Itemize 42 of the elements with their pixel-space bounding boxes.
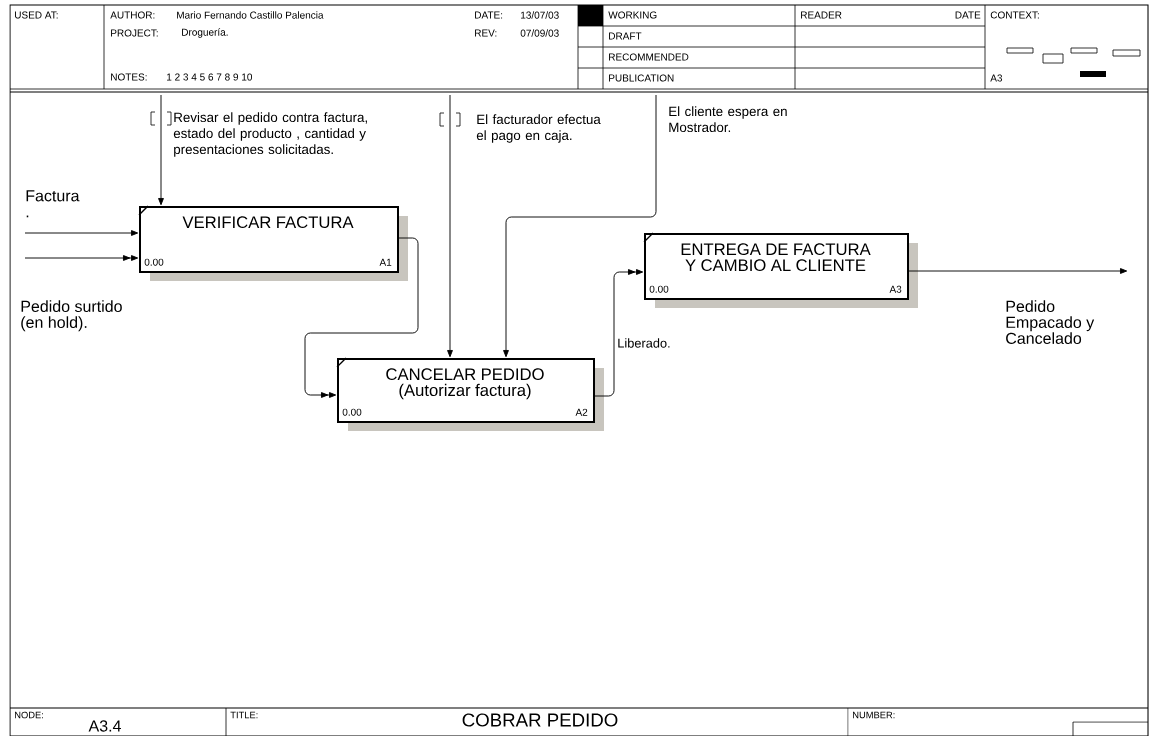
activity-box: VERIFICAR FACTURA 0.00 A1 [138, 205, 399, 273]
arrow [594, 269, 644, 397]
edge-label: Factura . [26, 190, 80, 218]
status-label: RECOMMENDED [609, 53, 689, 61]
field-label: DATE [955, 11, 981, 19]
field-label: READER [801, 11, 842, 19]
activity-box: CANCELAR PEDIDO (Autorizar factura) 0.00 A2 [336, 357, 595, 423]
node-number: A3.4 [88, 720, 121, 732]
edge-label: Pedido Empacado y Cancelado [1006, 300, 1095, 344]
edge-label: Pedido surtido (en hold). [21, 300, 122, 332]
field-label: NODE: [15, 711, 43, 719]
field-label: REV: [475, 29, 497, 37]
field-label: NOTES: [111, 73, 147, 81]
arrow [908, 268, 1128, 274]
field-label: TITLE: [230, 711, 258, 719]
field-label: CONTEXT: [990, 11, 1039, 19]
diagram-title: COBRAR PEDIDO [462, 713, 618, 727]
edge-label: Revisar el pedido contra factura, estado del producto , cantidad y presentaciones solicitadas. [173, 112, 367, 157]
field-label: AUTHOR: [110, 11, 155, 19]
field-label: NUMBER: [853, 711, 895, 719]
edge-label: El facturador efectua el pago en caja. [476, 114, 601, 143]
activity-box: ENTREGA DE FACTURA Y CAMBIO AL CLIENTE 0.00 A3 [643, 232, 909, 300]
edge-label: Liberado. [618, 338, 670, 348]
field-label: DATE: [475, 11, 503, 19]
project-name: Droguería. [182, 28, 228, 38]
arrow [447, 94, 453, 358]
arrow [24, 230, 139, 236]
arrow [24, 255, 139, 261]
status-label: WORKING [608, 11, 657, 19]
date-value: 07/09/03 [520, 29, 559, 37]
edge-label: El cliente espera en Mostrador. [669, 106, 787, 133]
author-name: Mario Fernando Castillo Palencia [177, 11, 324, 19]
field-label: PROJECT: [111, 29, 158, 37]
field-label: USED AT: [15, 11, 58, 19]
status-label: DRAFT [609, 32, 642, 40]
arrow [503, 94, 657, 358]
arrow [158, 94, 164, 206]
context-node-number: A3 [990, 74, 1003, 82]
date-value: 13/07/03 [521, 11, 559, 19]
status-label: PUBLICATION [609, 74, 674, 82]
arrow [304, 237, 419, 398]
note-numbers: 1 2 3 4 5 6 7 8 9 10 [167, 73, 253, 81]
